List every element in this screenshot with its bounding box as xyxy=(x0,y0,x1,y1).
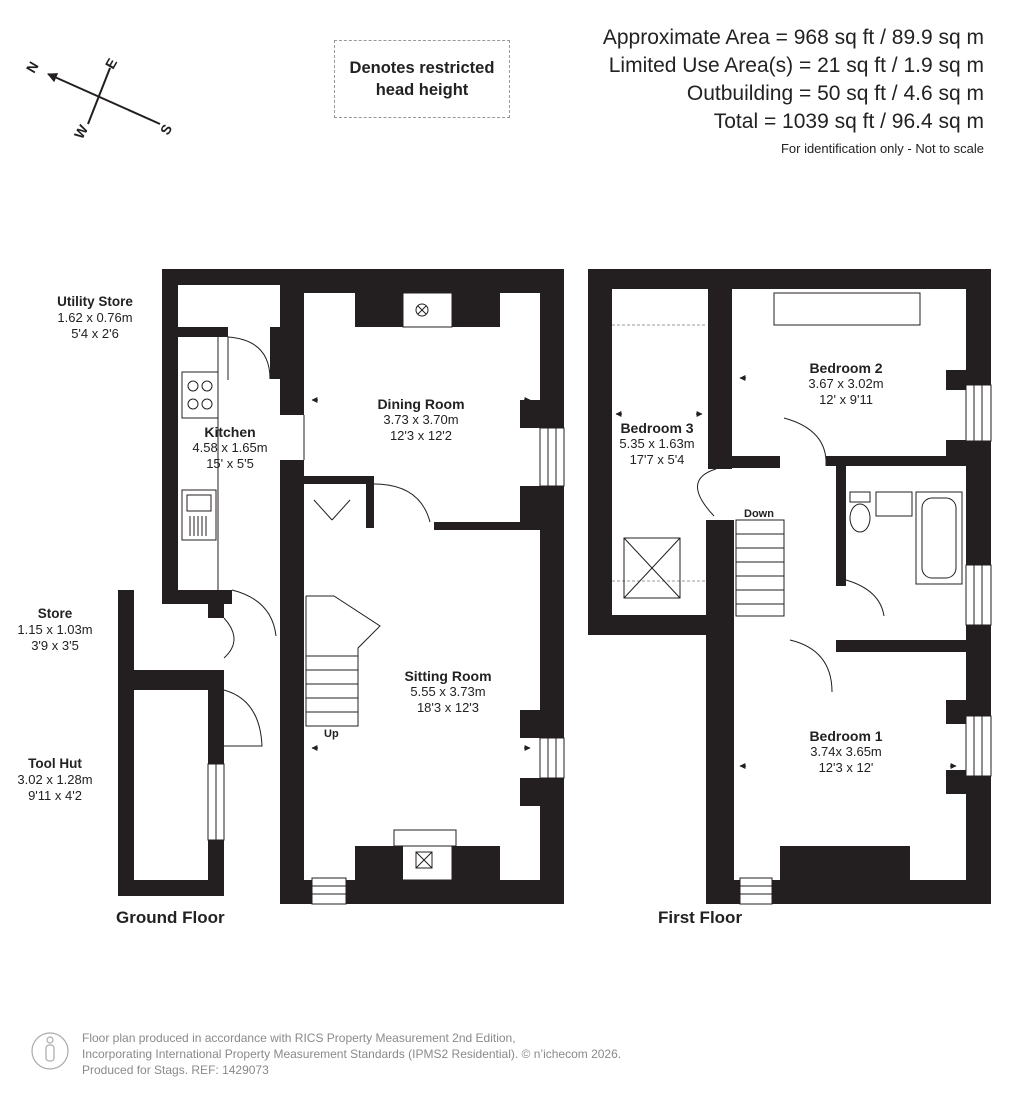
approximate-area: Approximate Area = 968 sq ft / 89.9 sq m xyxy=(602,26,984,49)
room-name: Bedroom 1 xyxy=(809,728,883,744)
footer-line-3: Produced for Stags. REF: 1429073 xyxy=(82,1063,269,1077)
room-imperial: 12' x 9'11 xyxy=(819,392,873,407)
room-bedroom-2: Bedroom 2 3.67 x 3.02m 12' x 9'11 xyxy=(776,360,916,408)
room-kitchen: Kitchen 4.58 x 1.65m 15' x 5'5 xyxy=(172,424,288,472)
first-floor-label: First Floor xyxy=(658,908,743,927)
room-metric: 3.02 x 1.28m xyxy=(17,772,93,787)
room-name: Store xyxy=(37,606,73,621)
scale-note: For identification only - Not to scale xyxy=(780,141,984,156)
room-sitting: Sitting Room 5.55 x 3.73m 18'3 x 12'3 xyxy=(378,668,518,716)
footer-line-1: Floor plan produced in accordance with R… xyxy=(82,1031,516,1045)
ground-floor-label: Ground Floor xyxy=(116,908,225,927)
label-store: Store 1.15 x 1.03m 3'9 x 3'5 xyxy=(0,606,110,654)
room-metric: 3.74x 3.65m xyxy=(810,744,882,759)
room-bedroom-1: Bedroom 1 3.74x 3.65m 12'3 x 12' xyxy=(776,728,916,776)
room-name: Dining Room xyxy=(377,396,465,412)
compass-s-label: S xyxy=(157,121,176,137)
room-imperial: 3'9 x 3'5 xyxy=(31,638,79,653)
room-imperial: 12'3 x 12' xyxy=(818,760,874,775)
room-name: Bedroom 2 xyxy=(809,360,883,376)
label-tool-hut: Tool Hut 3.02 x 1.28m 9'11 x 4'2 xyxy=(0,756,110,804)
room-metric: 1.15 x 1.03m xyxy=(17,622,93,637)
compass-w-label: W xyxy=(71,121,92,141)
room-metric: 3.73 x 3.70m xyxy=(383,412,459,427)
footer: Floor plan produced in accordance with R… xyxy=(30,1026,750,1080)
room-name: Bedroom 3 xyxy=(620,420,694,436)
limited-use-area: Limited Use Area(s) = 21 sq ft / 1.9 sq … xyxy=(608,54,984,77)
room-imperial: 15' x 5'5 xyxy=(206,456,254,471)
room-name: Sitting Room xyxy=(404,668,492,684)
room-imperial: 18'3 x 12'3 xyxy=(416,700,480,715)
room-name: Tool Hut xyxy=(28,756,82,771)
area-summary: Approximate Area = 968 sq ft / 89.9 sq m… xyxy=(603,24,984,158)
room-imperial: 12'3 x 12'2 xyxy=(389,428,453,443)
room-metric: 5.35 x 1.63m xyxy=(619,436,695,451)
compass-rose xyxy=(47,67,161,125)
person-icon xyxy=(31,1032,69,1070)
ground-floor-walls xyxy=(118,269,564,904)
compass-e-label: E xyxy=(102,55,121,71)
room-name: Utility Store xyxy=(57,294,133,309)
room-imperial: 9'11 x 4'2 xyxy=(28,788,82,803)
ground-floor-details xyxy=(181,292,565,905)
room-imperial: 17'7 x 5'4 xyxy=(629,452,685,467)
room-name: Kitchen xyxy=(204,424,256,440)
footer-line-2: Incorporating International Property Mea… xyxy=(82,1047,622,1061)
first-floor-details xyxy=(612,292,992,905)
total-area: Total = 1039 sq ft / 96.4 sq m xyxy=(713,110,984,133)
room-metric: 1.62 x 0.76m xyxy=(57,310,133,325)
room-metric: 3.67 x 3.02m xyxy=(808,376,884,391)
legend-line-1: Denotes restricted xyxy=(349,59,495,77)
room-imperial: 5'4 x 2'6 xyxy=(71,326,119,341)
room-bedroom-3: Bedroom 3 5.35 x 1.63m 17'7 x 5'4 xyxy=(604,420,710,468)
room-metric: 5.55 x 3.73m xyxy=(410,684,486,699)
outbuilding-area: Outbuilding = 50 sq ft / 4.6 sq m xyxy=(686,82,984,105)
stairs-down-label: Down xyxy=(744,508,774,520)
dimension-arrows xyxy=(311,375,957,769)
label-utility-store: Utility Store 1.62 x 0.76m 5'4 x 2'6 xyxy=(40,294,150,342)
legend-line-2: head height xyxy=(375,81,469,99)
room-metric: 4.58 x 1.65m xyxy=(192,440,268,455)
stairs-up-label: Up xyxy=(324,728,339,740)
room-dining: Dining Room 3.73 x 3.70m 12'3 x 12'2 xyxy=(356,396,486,444)
restricted-height-legend: Denotes restricted head height xyxy=(334,40,510,118)
compass-n-label: N xyxy=(23,59,42,76)
